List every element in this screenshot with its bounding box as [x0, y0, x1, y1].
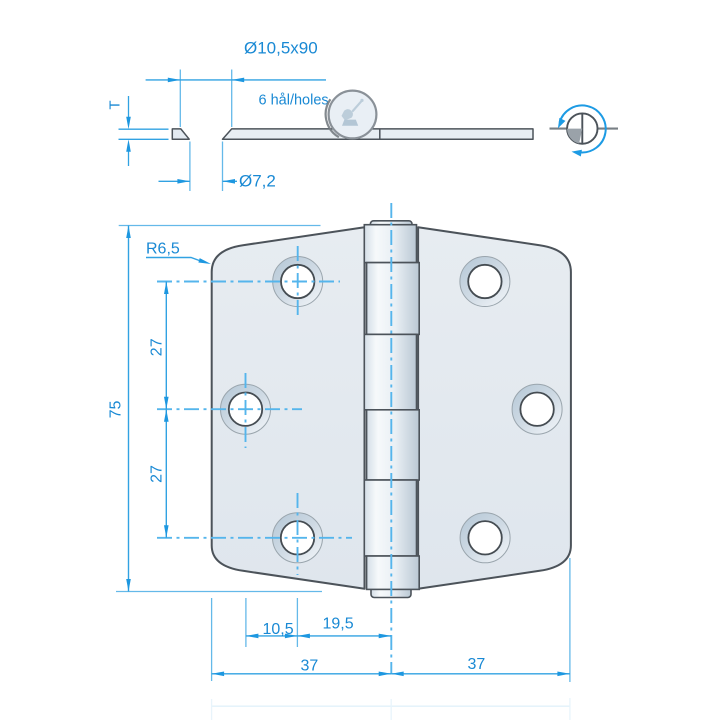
svg-text:27: 27: [149, 338, 166, 356]
svg-text:37: 37: [301, 658, 319, 675]
svg-text:75: 75: [108, 401, 125, 419]
svg-text:R6,5: R6,5: [146, 241, 180, 258]
svg-text:10,5: 10,5: [263, 621, 294, 638]
svg-text:6 hål/holes: 6 hål/holes: [259, 93, 329, 109]
svg-text:27: 27: [149, 465, 166, 483]
svg-text:Ø10,5x90: Ø10,5x90: [244, 39, 318, 58]
svg-text:Ø7,2: Ø7,2: [239, 172, 276, 191]
svg-text:19,5: 19,5: [323, 615, 354, 632]
svg-text:T: T: [107, 100, 124, 109]
svg-text:37: 37: [468, 656, 486, 673]
